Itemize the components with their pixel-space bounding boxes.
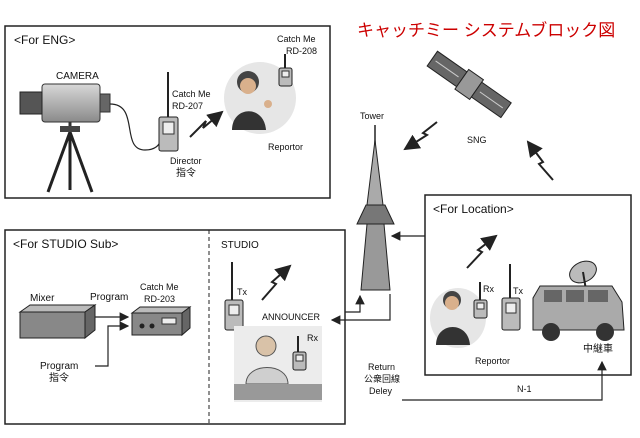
- tower-icon: [356, 125, 395, 291]
- rd203-label-1: Catch Me: [140, 282, 179, 292]
- rd207-device-icon: [158, 72, 179, 152]
- eng-box: [4, 25, 331, 199]
- return-label-2: 公衆回線: [364, 373, 400, 384]
- reporter-illustration: [224, 62, 296, 134]
- program-command-label-1: Program: [40, 361, 78, 372]
- studio-signal-icon: [261, 264, 292, 301]
- studio-to-tower-line: [345, 294, 365, 313]
- relay-car-icon: [532, 260, 625, 341]
- announcer-label: ANNOUNCER: [262, 312, 321, 322]
- rd208-label-1: Catch Me: [277, 34, 316, 44]
- program-command-line: [95, 321, 130, 367]
- rd208-device-icon: [278, 54, 293, 87]
- rd207-label-2: RD-207: [172, 101, 203, 111]
- location-signal-icon: [466, 234, 498, 269]
- rd208-label-2: RD-208: [286, 46, 317, 56]
- tower-label: Tower: [360, 111, 384, 121]
- location-rx-label: Rx: [483, 284, 494, 294]
- rd203-label-2: RD-203: [144, 294, 175, 304]
- program-command-label-2: 指令: [49, 371, 69, 384]
- location-reporter-illustration: [430, 288, 486, 348]
- announcer-illustration: [234, 326, 322, 402]
- program-label: Program: [90, 292, 128, 303]
- studio-sub-box: [4, 229, 346, 425]
- eng-reporter-label: Reportor: [268, 142, 303, 152]
- n1-return-line: [402, 360, 607, 401]
- camera-cable: [109, 103, 161, 151]
- n1-label: N-1: [517, 384, 532, 394]
- relay-car-label: 中継車: [583, 342, 613, 355]
- mixer-icon: [18, 304, 97, 340]
- camera-label: CAMERA: [56, 71, 99, 82]
- studio-rx-label: Rx: [307, 333, 318, 343]
- tower-to-studio-line: [330, 294, 391, 325]
- satellite-uplink-signal: [526, 140, 554, 181]
- director-label-2: 指令: [176, 166, 196, 179]
- location-rx-device-icon: [473, 282, 488, 319]
- return-label-3: Deley: [369, 386, 393, 396]
- camera-icon: [19, 83, 111, 193]
- location-header: <For Location>: [433, 202, 514, 216]
- location-box: [424, 194, 632, 376]
- eng-header: <For ENG>: [14, 33, 75, 47]
- satellite-icon: [426, 50, 512, 119]
- location-tx-label: Tx: [513, 286, 523, 296]
- studio-header: STUDIO: [221, 240, 259, 251]
- studio-tx-label: Tx: [237, 287, 247, 297]
- satellite-downlink-signal: [403, 121, 438, 151]
- mixer-label: Mixer: [30, 293, 55, 304]
- location-reporter-label: Reportor: [475, 356, 510, 366]
- director-label-1: Director: [170, 156, 202, 166]
- studio-sub-header: <For STUDIO Sub>: [13, 237, 118, 251]
- sng-label: SNG: [467, 135, 487, 145]
- rd207-label-1: Catch Me: [172, 89, 211, 99]
- wireless-signal-icon: [189, 110, 224, 138]
- rd203-device-icon: [130, 306, 192, 337]
- location-tx-device-icon: [501, 264, 521, 331]
- diagram-title: キャッチミー システムブロック図: [357, 20, 615, 40]
- return-label-1: Return: [368, 362, 395, 372]
- studio-rx-device-icon: [292, 336, 307, 371]
